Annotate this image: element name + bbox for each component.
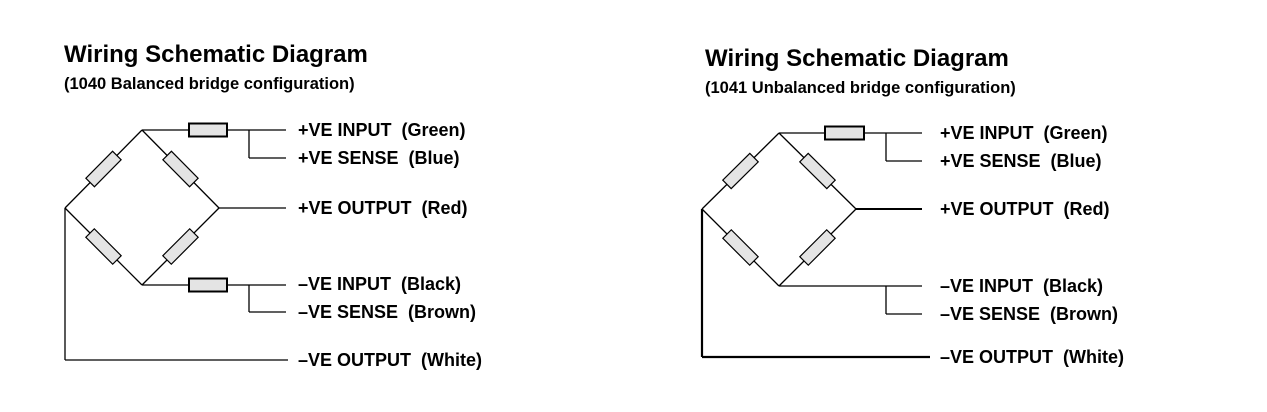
negative-input-resistor (188, 277, 228, 293)
bridge-resistor-top-right (162, 150, 199, 188)
bridge-resistor-bottom-right (798, 228, 837, 267)
terminal-signal: –VE INPUT (940, 276, 1034, 296)
terminal-wire-color: (Red) (421, 198, 468, 218)
terminal-label: –VE SENSE (Brown) (940, 305, 1118, 323)
terminal-signal: +VE OUTPUT (298, 198, 412, 218)
terminal-wire-color: (White) (1063, 347, 1125, 367)
bridge-resistor-bottom-left (84, 227, 123, 266)
terminal-signal: +VE SENSE (298, 148, 399, 168)
terminal-signal: –VE INPUT (298, 274, 392, 294)
diagram-title: Wiring Schematic Diagram (705, 45, 1009, 72)
terminal-signal: +VE INPUT (940, 123, 1034, 143)
diagram-subtitle: (1040 Balanced bridge configuration) (64, 75, 355, 93)
terminal-signal: –VE OUTPUT (298, 350, 412, 370)
bridge-resistor-bottom-right (161, 227, 200, 266)
terminal-wire-color: (Blue) (1050, 151, 1102, 171)
terminal-wire-color: (Brown) (1050, 304, 1119, 324)
bridge-resistor-top-right (798, 152, 837, 190)
terminal-label: –VE INPUT (Black) (298, 275, 461, 293)
terminal-signal: +VE SENSE (940, 151, 1041, 171)
terminal-signal: +VE INPUT (298, 120, 392, 140)
terminal-wire-color: (Blue) (408, 148, 460, 168)
bridge-resistor-top-left (85, 150, 122, 188)
diagram-title: Wiring Schematic Diagram (64, 41, 368, 68)
terminal-wire-color: (Black) (401, 274, 462, 294)
terminal-signal: +VE OUTPUT (940, 199, 1054, 219)
terminal-label: –VE INPUT (Black) (940, 277, 1103, 295)
terminal-label: –VE SENSE (Brown) (298, 303, 476, 321)
terminal-label: +VE INPUT (Green) (298, 121, 466, 139)
terminal-label: +VE SENSE (Blue) (298, 149, 460, 167)
terminal-wire-color: (Brown) (408, 302, 477, 322)
terminal-label: +VE OUTPUT (Red) (298, 199, 468, 217)
diagram-subtitle: (1041 Unbalanced bridge configuration) (705, 79, 1016, 97)
bridge-resistor-bottom-left (721, 228, 760, 267)
positive-input-resistor (824, 125, 865, 141)
terminal-label: +VE OUTPUT (Red) (940, 200, 1110, 218)
terminal-signal: –VE SENSE (298, 302, 399, 322)
terminal-signal: –VE SENSE (940, 304, 1041, 324)
terminal-label: –VE OUTPUT (White) (940, 348, 1124, 366)
terminal-wire-color: (Red) (1063, 199, 1110, 219)
terminal-wire-color: (Green) (401, 120, 466, 140)
terminal-label: +VE SENSE (Blue) (940, 152, 1102, 170)
terminal-signal: –VE OUTPUT (940, 347, 1054, 367)
terminal-wire-color: (White) (421, 350, 483, 370)
terminal-label: –VE OUTPUT (White) (298, 351, 482, 369)
positive-input-resistor (188, 122, 228, 138)
terminal-label: +VE INPUT (Green) (940, 124, 1108, 142)
terminal-wire-color: (Black) (1043, 276, 1104, 296)
bridge-resistor-top-left (721, 152, 760, 190)
terminal-wire-color: (Green) (1043, 123, 1108, 143)
